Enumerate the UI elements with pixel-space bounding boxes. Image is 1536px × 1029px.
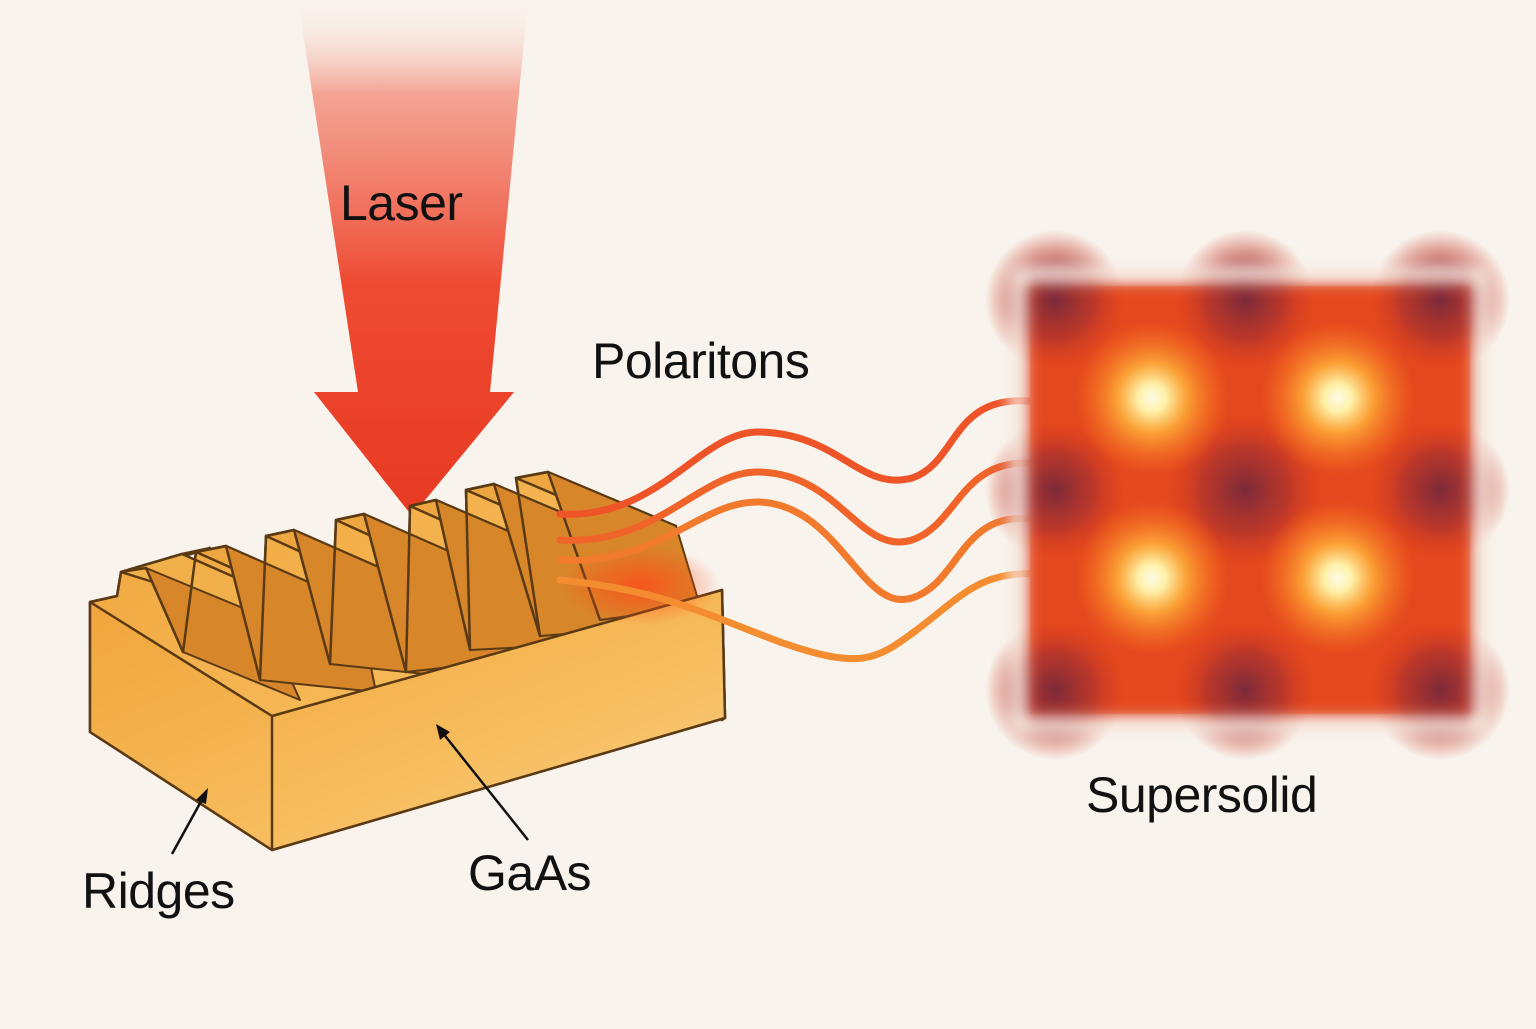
- polariton-waves: [556, 397, 1084, 663]
- polaritons-label: Polaritons: [592, 333, 810, 389]
- gaas-label: GaAs: [468, 845, 592, 901]
- lattice-dark-spots: [985, 230, 1510, 760]
- supersolid-lattice: [985, 230, 1510, 760]
- gaas-block: [88, 470, 727, 852]
- gaas-pointer-arrow: [436, 724, 529, 841]
- supersolid-label: Supersolid: [1086, 767, 1318, 823]
- laser-label: Laser: [340, 175, 463, 231]
- ridges-pointer-arrow: [170, 788, 208, 855]
- laser-beam: [298, 0, 528, 516]
- ridges-label: Ridges: [82, 863, 235, 919]
- lattice-bright-spots: [1074, 320, 1416, 656]
